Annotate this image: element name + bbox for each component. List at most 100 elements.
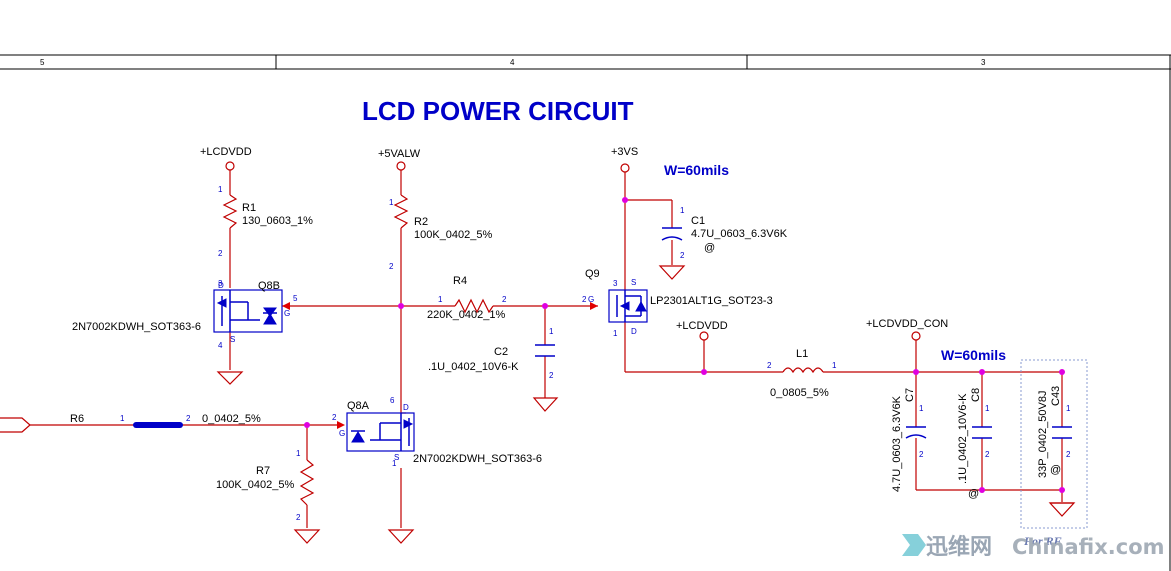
pin-number: 1 — [832, 361, 837, 370]
rail-label: +LCDVDD — [676, 320, 728, 332]
mosfet-q9: S G D 3 2 1 Q9 LP2301ALT1G_SOT23-3 — [582, 268, 773, 338]
component-ref: Q8B — [258, 280, 280, 292]
wires — [30, 170, 1063, 528]
component-ref: L1 — [796, 348, 808, 360]
junction-dot — [979, 369, 985, 375]
component-value: .1U_0402_10V6-K — [428, 361, 519, 373]
rail-lcdvdd-con: +LCDVDD_CON — [866, 318, 948, 341]
pin-letter: G — [339, 429, 345, 438]
junction-dot — [1059, 369, 1065, 375]
component-value: 220K_0402_1% — [427, 309, 506, 321]
rf-region: For RF — [1020, 359, 1088, 548]
component-value: 100K_0402_5% — [216, 479, 295, 491]
width-note-top: W=60mils — [664, 162, 729, 178]
pin-number: 2 — [985, 450, 990, 459]
component-ref: R6 — [70, 413, 84, 425]
width-note-right: W=60mils — [941, 347, 1006, 363]
pin-number: 2 — [549, 371, 554, 380]
pin-number: 3 — [613, 279, 618, 288]
rail-lcdvdd-mid: +LCDVDD — [676, 320, 728, 341]
component-value: 100K_0402_5% — [414, 229, 493, 241]
resistor-r1: 1 2 R1 130_0603_1% — [218, 185, 313, 258]
ground-icon — [658, 265, 686, 280]
resistor-r2: 1 2 R2 100K_0402_5% — [389, 194, 493, 271]
pin-letter: D — [218, 281, 224, 290]
rail-label: +LCDVDD — [200, 146, 252, 158]
pin-letter: G — [588, 295, 594, 304]
capacitor-c43: 1 2 C43 33P_0402_50V8J @ — [1037, 386, 1072, 478]
component-ref: C1 — [691, 215, 705, 227]
component-value: .1U_0402_10V6-K — [957, 393, 969, 484]
component-value: 4.7U_0603_6.3V6K — [691, 228, 788, 240]
pin-number: 1 — [438, 295, 443, 304]
pin-letter: S — [631, 278, 636, 287]
zone-label-3: 3 — [981, 58, 986, 67]
component-ref: R4 — [453, 275, 467, 287]
pin-letter: S — [394, 453, 399, 462]
pin-number: 2 — [1066, 450, 1071, 459]
inductor-l1: L1 2 1 0_0805_5% — [767, 348, 837, 399]
ground-symbols — [216, 265, 1076, 544]
junction-dot — [398, 303, 404, 309]
pin-number: 1 — [120, 414, 125, 423]
pin-number: 4 — [218, 341, 223, 350]
component-ref: C43 — [1050, 386, 1062, 406]
junction-dot — [979, 487, 985, 493]
rail-lcdvdd-left: +LCDVDD — [200, 146, 252, 171]
watermark: 迅维网 Chinafix.com — [902, 534, 1165, 560]
junction-dot — [542, 303, 548, 309]
pin-number: 2 — [186, 414, 191, 423]
pin-number: 5 — [293, 294, 298, 303]
assembly-mark: @ — [968, 488, 979, 500]
component-ref: C7 — [904, 388, 916, 402]
pin-number: 1 — [1066, 404, 1071, 413]
pin-number: 2 — [389, 262, 394, 271]
offsheet-connector — [0, 417, 31, 433]
pin-number: 1 — [389, 198, 394, 207]
zone-label-5: 5 — [40, 58, 45, 67]
pin-number: 2 — [296, 513, 301, 522]
rail-label: +3VS — [611, 146, 638, 158]
pin-number: 1 — [985, 404, 990, 413]
pin-letter: S — [230, 335, 235, 344]
component-ref: Q9 — [585, 268, 600, 280]
assembly-mark: @ — [704, 242, 715, 254]
pin-number: 6 — [390, 396, 395, 405]
pin-number: 2 — [767, 361, 772, 370]
junction-dot — [622, 197, 628, 203]
pin-number: 1 — [218, 185, 223, 194]
ground-icon — [293, 529, 321, 544]
watermark-en: Chinafix.com — [1012, 535, 1165, 559]
component-ref: C8 — [970, 388, 982, 402]
component-value: 0_0402_5% — [202, 413, 261, 425]
watermark-logo-icon — [902, 534, 926, 556]
junction-dot — [913, 369, 919, 375]
component-ref: R2 — [414, 216, 428, 228]
rf-note: For RF — [1023, 534, 1062, 548]
resistor-r4: R4 1 2 220K_0402_1% — [427, 275, 507, 321]
ground-icon — [387, 529, 415, 544]
rail-label: +5VALW — [378, 148, 421, 160]
capacitor-c7: 1 2 C7 4.7U_0603_6.3V6K — [891, 388, 927, 492]
pin-number: 2 — [919, 450, 924, 459]
component-value: LP2301ALT1G_SOT23-3 — [650, 295, 773, 307]
pin-number: 2 — [680, 251, 685, 260]
pin-number: 2 — [218, 249, 223, 258]
assembly-mark: @ — [1050, 464, 1061, 476]
component-value: 33P_0402_50V8J — [1037, 391, 1049, 478]
pin-number: 1 — [680, 206, 685, 215]
pin-number: 1 — [549, 327, 554, 336]
component-value: 2N7002KDWH_SOT363-6 — [413, 453, 542, 465]
watermark-cn: 迅维网 — [926, 534, 992, 560]
component-value: 130_0603_1% — [242, 215, 313, 227]
pin-number: 2 — [502, 295, 507, 304]
rail-5valw: +5VALW — [378, 148, 421, 171]
rail-3vs: +3VS — [611, 146, 638, 173]
zone-strip: 5 4 3 — [0, 54, 1171, 571]
component-ref: Q8A — [347, 400, 370, 412]
ground-icon — [532, 397, 559, 412]
capacitor-c2: 1 2 C2 .1U_0402_10V6-K — [428, 327, 555, 380]
component-value: 0_0805_5% — [770, 387, 829, 399]
pin-number: 1 — [392, 459, 397, 468]
pin-number: 1 — [613, 329, 618, 338]
